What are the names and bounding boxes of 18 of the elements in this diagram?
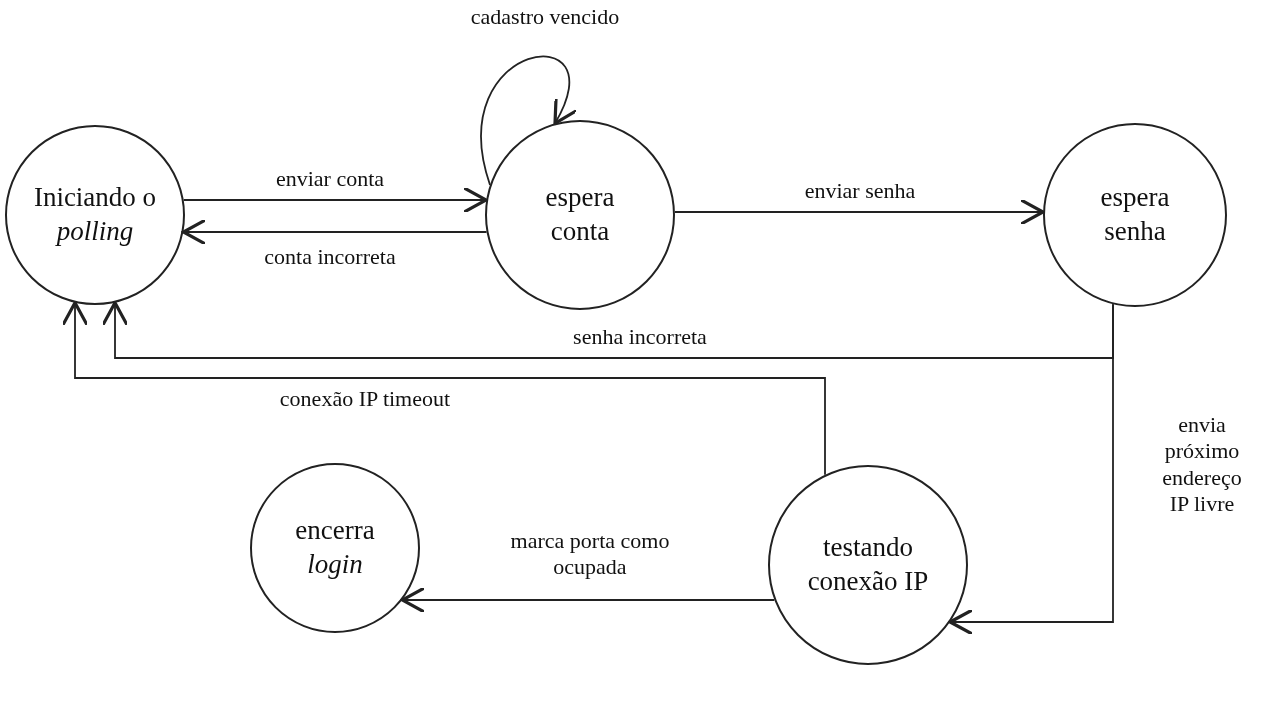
arrow (182, 186, 488, 214)
state-name: testando conexão IP (806, 531, 930, 598)
state-circle (1043, 123, 1227, 307)
arrow (400, 586, 776, 614)
arrow (948, 303, 1114, 636)
state-name: espera conta (544, 181, 616, 248)
state-circle (250, 463, 420, 633)
arrow (101, 301, 1114, 359)
arrow (481, 55, 577, 186)
state-circle (5, 125, 185, 305)
state-circle (485, 120, 675, 310)
state-circle (768, 465, 968, 665)
state-name: espera senha (1099, 181, 1171, 248)
arrow (181, 218, 488, 246)
state-name: Iniciando o polling (32, 181, 158, 248)
state-name: encerra login (294, 514, 376, 581)
arrow (61, 301, 826, 476)
arrow (674, 198, 1045, 226)
